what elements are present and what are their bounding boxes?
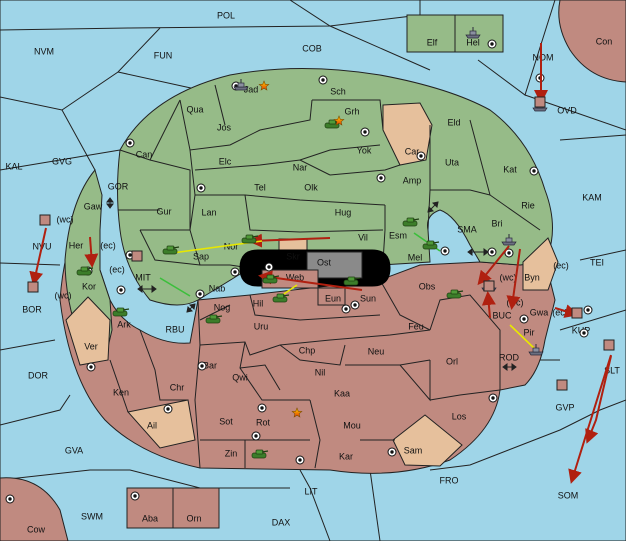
adjacency-markers <box>106 197 517 371</box>
units <box>27 27 615 459</box>
move-arrow <box>29 227 47 286</box>
order-token-icon <box>27 281 39 293</box>
army-unit-icon[interactable] <box>251 449 269 459</box>
region-hel[interactable] <box>454 14 504 53</box>
supply-center-icon <box>5 494 15 504</box>
supply-center-icon <box>416 151 426 161</box>
region-orn[interactable] <box>172 487 220 529</box>
capture-star-icon <box>258 80 270 91</box>
region-byn[interactable] <box>522 237 559 291</box>
army-unit-icon[interactable] <box>76 266 94 276</box>
supply-center-icon <box>318 75 328 85</box>
order-token-icon <box>534 96 546 108</box>
order-token-icon <box>39 214 51 226</box>
move-arrow <box>258 270 363 291</box>
army-unit-icon[interactable] <box>262 274 280 284</box>
region-eun[interactable] <box>317 287 346 306</box>
region-ail[interactable] <box>127 399 196 449</box>
supply-center-icon <box>264 262 274 272</box>
supply-center-icon <box>387 447 397 457</box>
region-con[interactable] <box>558 0 626 83</box>
supply-center-icon <box>376 173 386 183</box>
move-arrow <box>568 354 612 484</box>
supply-center-icon <box>86 362 96 372</box>
supply-center-icon <box>583 305 593 315</box>
supply-center-icon <box>519 314 529 324</box>
supply-center-icon <box>251 431 261 441</box>
convoy-arrow <box>159 277 191 297</box>
army-unit-icon[interactable] <box>241 234 259 244</box>
supply-center-icon <box>487 247 497 257</box>
supply-center-icon <box>350 300 360 310</box>
army-unit-icon[interactable] <box>422 240 440 250</box>
region-ver[interactable] <box>65 296 111 366</box>
region-ost[interactable] <box>306 251 363 279</box>
north-province-borders <box>118 84 541 269</box>
move-arrow <box>585 355 612 444</box>
fleet-unit-icon[interactable] <box>501 234 517 246</box>
capture-star-icon <box>291 407 303 418</box>
supply-center-icon <box>257 403 267 413</box>
supply-center-icon <box>230 267 240 277</box>
fleet-unit-icon[interactable] <box>465 27 481 39</box>
order-token-icon <box>131 250 143 262</box>
support-arrow <box>509 324 537 351</box>
supply-center-icon <box>130 491 140 501</box>
move-arrow <box>248 233 331 248</box>
region-cow[interactable] <box>0 477 69 541</box>
fleet-unit-icon[interactable] <box>233 79 249 91</box>
capture-markers <box>258 80 345 418</box>
army-unit-icon[interactable] <box>205 314 223 324</box>
move-arrow <box>84 236 99 268</box>
supply-center-icon <box>488 393 498 403</box>
supply-center-icon <box>116 285 126 295</box>
army-unit-icon[interactable] <box>112 307 130 317</box>
supply-center-icon <box>295 455 305 465</box>
supply-center-icon <box>440 246 450 256</box>
army-unit-icon[interactable] <box>446 289 464 299</box>
order-token-icon <box>571 307 583 319</box>
supply-center-icon <box>341 304 351 314</box>
supply-center-icon <box>196 183 206 193</box>
order-token-icon <box>603 339 615 351</box>
supply-center-icon <box>125 138 135 148</box>
fleet-unit-icon[interactable] <box>528 344 544 356</box>
army-unit-icon[interactable] <box>162 245 180 255</box>
supply-center-icon <box>197 361 207 371</box>
army-unit-icon[interactable] <box>402 217 420 227</box>
supply-center-icon <box>360 127 370 137</box>
supply-center-icon <box>163 404 173 414</box>
south-province-borders <box>109 279 501 469</box>
army-unit-icon[interactable] <box>343 276 361 286</box>
supply-center-icon <box>504 248 514 258</box>
supply-center-icon <box>487 39 497 49</box>
army-unit-icon[interactable] <box>272 293 290 303</box>
order-token-icon <box>483 280 495 292</box>
move-arrow <box>506 248 521 310</box>
region-sam[interactable] <box>392 414 463 467</box>
capture-star-icon <box>333 115 345 126</box>
supply-center-icon <box>529 166 539 176</box>
supply-center-icon <box>195 289 205 299</box>
move-arrow <box>481 291 496 319</box>
region-elf[interactable] <box>406 14 456 53</box>
move-arrow <box>477 245 510 286</box>
supply-center-icon <box>579 328 589 338</box>
order-token-icon <box>556 379 568 391</box>
